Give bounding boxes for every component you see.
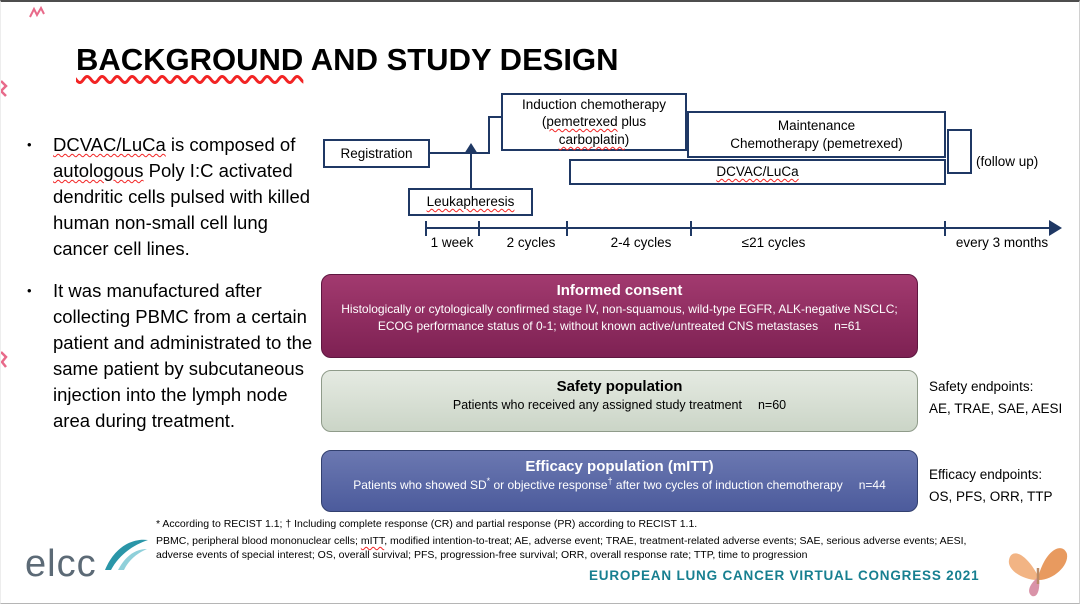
informed-consent-box: Informed consent Histologically or cytol… [321, 274, 918, 358]
footnote-abbreviations: PBMC, peripheral blood mononuclear cells… [156, 535, 967, 562]
timeline-label: every 3 months [955, 235, 1049, 250]
induction-chemotherapy-box: Induction chemotherapy (pemetrexed plus … [501, 93, 687, 151]
footnotes: * According to RECIST 1.1; † Including c… [156, 517, 978, 563]
timeline-label: ≤21 cycles [741, 235, 806, 250]
butterfly-logo-icon [1008, 548, 1068, 597]
flagged-word: carboplatin [558, 131, 625, 147]
efficacy-population-box: Efficacy population (mITT) Patients who … [321, 450, 918, 512]
registration-box: Registration [323, 139, 430, 168]
bullet-text: DCVAC/LuCa is composed of autologous Pol… [53, 134, 311, 259]
safety-population-box: Safety population Patients who received … [321, 370, 918, 432]
maintenance-chemotherapy-box: Maintenance Chemotherapy (pemetrexed) [687, 111, 946, 158]
timeline-label: 1 week [430, 235, 474, 250]
bullet-item: DCVAC/LuCa is composed of autologous Pol… [25, 132, 321, 262]
timeline-label: 2-4 cycles [610, 235, 672, 250]
timeline-arrowhead-icon [1049, 220, 1062, 236]
follow-up-label: (follow up) [976, 154, 1039, 169]
flagged-word: DCVAC/LuCa [53, 134, 166, 155]
bullet-item: It was manufactured after collecting PBM… [25, 278, 321, 434]
efficacy-endpoints-note: Efficacy endpoints: OS, PFS, ORR, TTP [929, 467, 1053, 505]
elcc-logo-swoosh-icon [105, 539, 148, 570]
population-body: Histologically or cytologically confirme… [341, 302, 898, 333]
connector-line [488, 116, 502, 118]
timeline-tick [566, 221, 568, 236]
n-count: n=61 [834, 318, 862, 333]
population-title: Informed consent [556, 282, 683, 299]
timeline-tick [425, 221, 427, 236]
population-body: Patients who showed SD* or objective res… [353, 476, 886, 493]
up-arrow-shaft [470, 154, 472, 188]
flagged-word: mITT [360, 535, 385, 548]
title-rest: AND STUDY DESIGN [303, 42, 619, 77]
timeline-label: 2 cycles [506, 235, 556, 250]
timeline-tick [478, 221, 480, 236]
flagged-word: pemetrexed [546, 114, 618, 130]
timeline-tick [690, 221, 692, 236]
connector-line [488, 116, 490, 154]
leukapheresis-box: Leukapheresis [408, 188, 533, 216]
safety-endpoints-note: Safety endpoints: AE, TRAE, SAE, AESI [929, 379, 1063, 417]
up-arrow-head-icon [464, 143, 478, 154]
elcc-logo-text: elcc [25, 543, 97, 585]
congress-title: EUROPEAN LUNG CANCER VIRTUAL CONGRESS 20… [589, 568, 980, 583]
footnote-line: * According to RECIST 1.1; † Including c… [156, 518, 698, 530]
flagged-word: autologous [53, 160, 144, 181]
follow-up-bracket [947, 129, 972, 174]
timeline-tick [944, 221, 946, 236]
pink-ink-mark-icon [1, 80, 8, 97]
n-count: n=60 [757, 398, 787, 412]
pink-ink-mark-icon [29, 6, 45, 18]
population-title: Safety population [556, 378, 683, 395]
population-title: Efficacy population (mITT) [525, 458, 714, 475]
title-flagged-word: BACKGROUND [76, 42, 304, 77]
dcvac-luca-box: DCVAC/LuCa [569, 159, 946, 185]
bullet-list: DCVAC/LuCa is composed of autologous Pol… [25, 132, 321, 450]
timeline-axis [426, 227, 1051, 229]
bullet-text: It was manufactured after collecting PBM… [53, 280, 313, 431]
population-body: Patients who received any assigned study… [452, 398, 787, 412]
pink-ink-mark-icon [1, 351, 8, 368]
n-count: n=44 [858, 478, 886, 492]
connector-line [429, 152, 489, 154]
page-title: BACKGROUND AND STUDY DESIGN [76, 42, 619, 78]
